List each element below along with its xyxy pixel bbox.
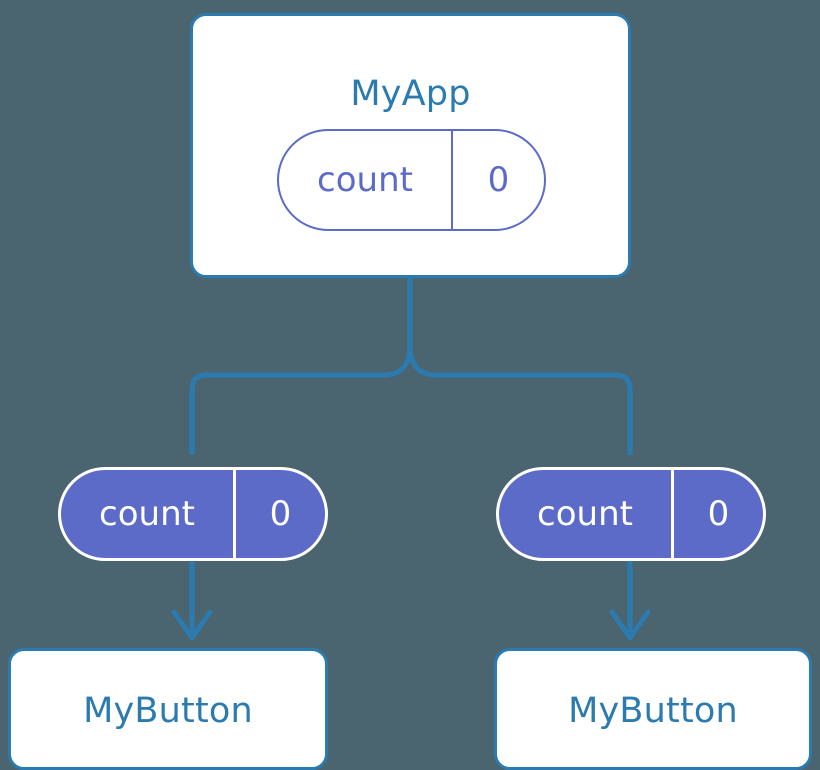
state-value-label: 0 — [707, 494, 730, 534]
arrow-right-head — [609, 609, 651, 641]
state-value-label: 0 — [487, 160, 510, 200]
state-pill-child-2[interactable]: count 0 — [496, 467, 766, 561]
component-label-mybutton: MyButton — [83, 691, 253, 731]
component-box-mybutton-2[interactable]: MyButton — [494, 648, 812, 770]
state-key-label: count — [61, 470, 236, 558]
arrow-left-head — [171, 609, 213, 641]
branch-right-line — [407, 345, 633, 455]
state-key-label: count — [279, 131, 453, 229]
component-label-mybutton: MyButton — [568, 691, 738, 731]
state-value-label: 0 — [269, 494, 292, 534]
component-label-myapp: MyApp — [350, 74, 471, 114]
state-key-label: count — [499, 470, 674, 558]
branch-left-line — [189, 345, 413, 455]
state-pill-child-1[interactable]: count 0 — [58, 467, 328, 561]
component-box-mybutton-1[interactable]: MyButton — [8, 648, 328, 770]
state-pill-root[interactable]: count 0 — [277, 129, 546, 231]
